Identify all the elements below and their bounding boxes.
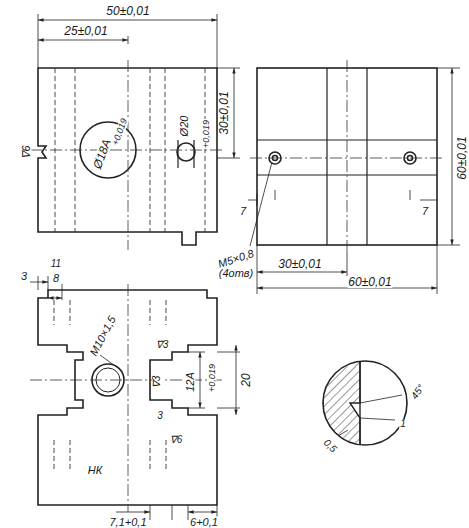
dimension-label: 20 — [240, 372, 252, 387]
roughness-label: ∇6 — [169, 435, 184, 445]
dimension-label: 25±0,01 — [63, 25, 108, 37]
tolerance-label: +0,019 — [202, 119, 211, 149]
dimension-label: 6+0,1 — [189, 517, 219, 528]
dimension-label: 8 — [52, 273, 60, 284]
note-label: НК — [87, 465, 103, 476]
dimension-label: 60±0,01 — [347, 276, 392, 288]
dimension-label: 60±0,01 — [456, 135, 468, 180]
dimension-label: 12А — [185, 371, 196, 393]
dimension-label: 3 — [156, 411, 164, 421]
angle-label: 45° — [409, 382, 427, 402]
roughness-label: ∇3 — [155, 340, 170, 350]
roughness-label: ∇3 — [152, 375, 162, 390]
dimension-label: 30±0,01 — [277, 258, 322, 270]
roughness-label: ∇6 — [21, 144, 32, 159]
dimension-label: 50±0,01 — [105, 5, 150, 17]
note-label: (4отв) — [218, 268, 254, 279]
dimension-label: 7,1+0,1 — [108, 517, 147, 528]
dimension-label: 7 — [421, 206, 429, 217]
diameter-label: Ø18А — [91, 137, 113, 172]
dimension-label: 0,5 — [321, 437, 339, 455]
dimension-label: 11 — [50, 259, 62, 269]
dimension-label: 30±0,01 — [218, 90, 230, 135]
tolerance-label: +0,019 — [111, 116, 130, 147]
thread-callout-label: М10×1,5 — [88, 313, 119, 358]
tolerance-label: +0,019 — [208, 363, 217, 393]
diameter-label: Ø20 — [179, 115, 190, 138]
dimension-label: 7 — [239, 206, 247, 217]
dimension-label: 3 — [20, 271, 28, 282]
dimension-label: 1 — [399, 419, 407, 429]
